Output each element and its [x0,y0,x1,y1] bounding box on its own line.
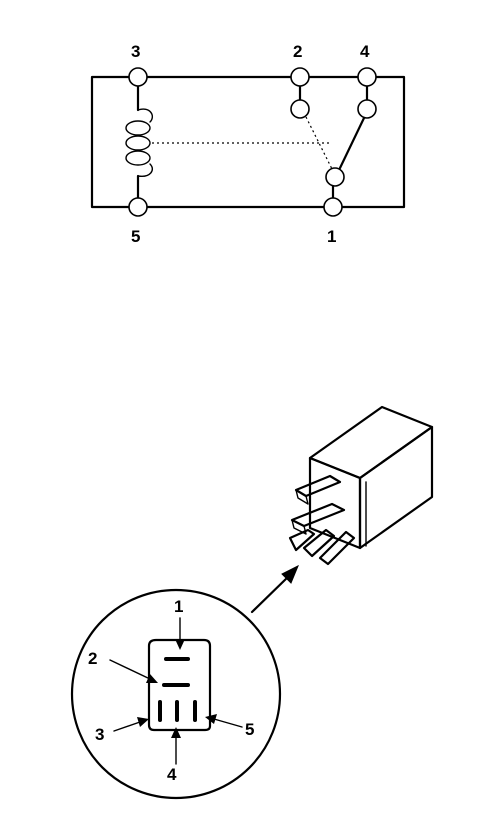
terminal-2 [290,67,310,87]
switch-pivot [325,167,345,187]
callout-label-1: 1 [174,597,183,616]
relay-top-face [308,405,434,480]
terminal-label-1: 1 [327,227,336,246]
terminal-3 [128,67,148,87]
callout-label-2: 2 [88,649,97,668]
relay-pins [288,474,356,566]
terminal-4 [357,67,377,87]
callout-label-5: 5 [245,720,254,739]
relay-pointer-line [250,573,292,614]
no-contact [357,99,377,119]
callout-label-3: 3 [95,725,104,744]
relay-illustration [250,405,434,614]
nc-contact [290,99,310,119]
magnifier-circle [70,588,282,800]
terminal-label-5: 5 [131,227,140,246]
schematic-outline [90,75,406,209]
relay-pointer-arrowhead [281,564,299,584]
terminal-label-3: 3 [131,42,140,61]
switch-arm [338,116,366,170]
terminal-1 [323,197,343,217]
callout-label-4: 4 [167,765,177,784]
terminal-label-4: 4 [360,42,370,61]
relay-front-face [308,456,362,550]
callout-arrows [109,617,243,765]
connector-face [147,638,212,732]
terminal-label-2: 2 [293,42,302,61]
relay-side-face [358,425,434,550]
terminal-5 [128,197,148,217]
coil-symbol [125,108,154,178]
relay-schematic: 3 2 4 5 1 [90,42,406,246]
connector-end-view: 1 2 3 4 5 [70,588,282,800]
